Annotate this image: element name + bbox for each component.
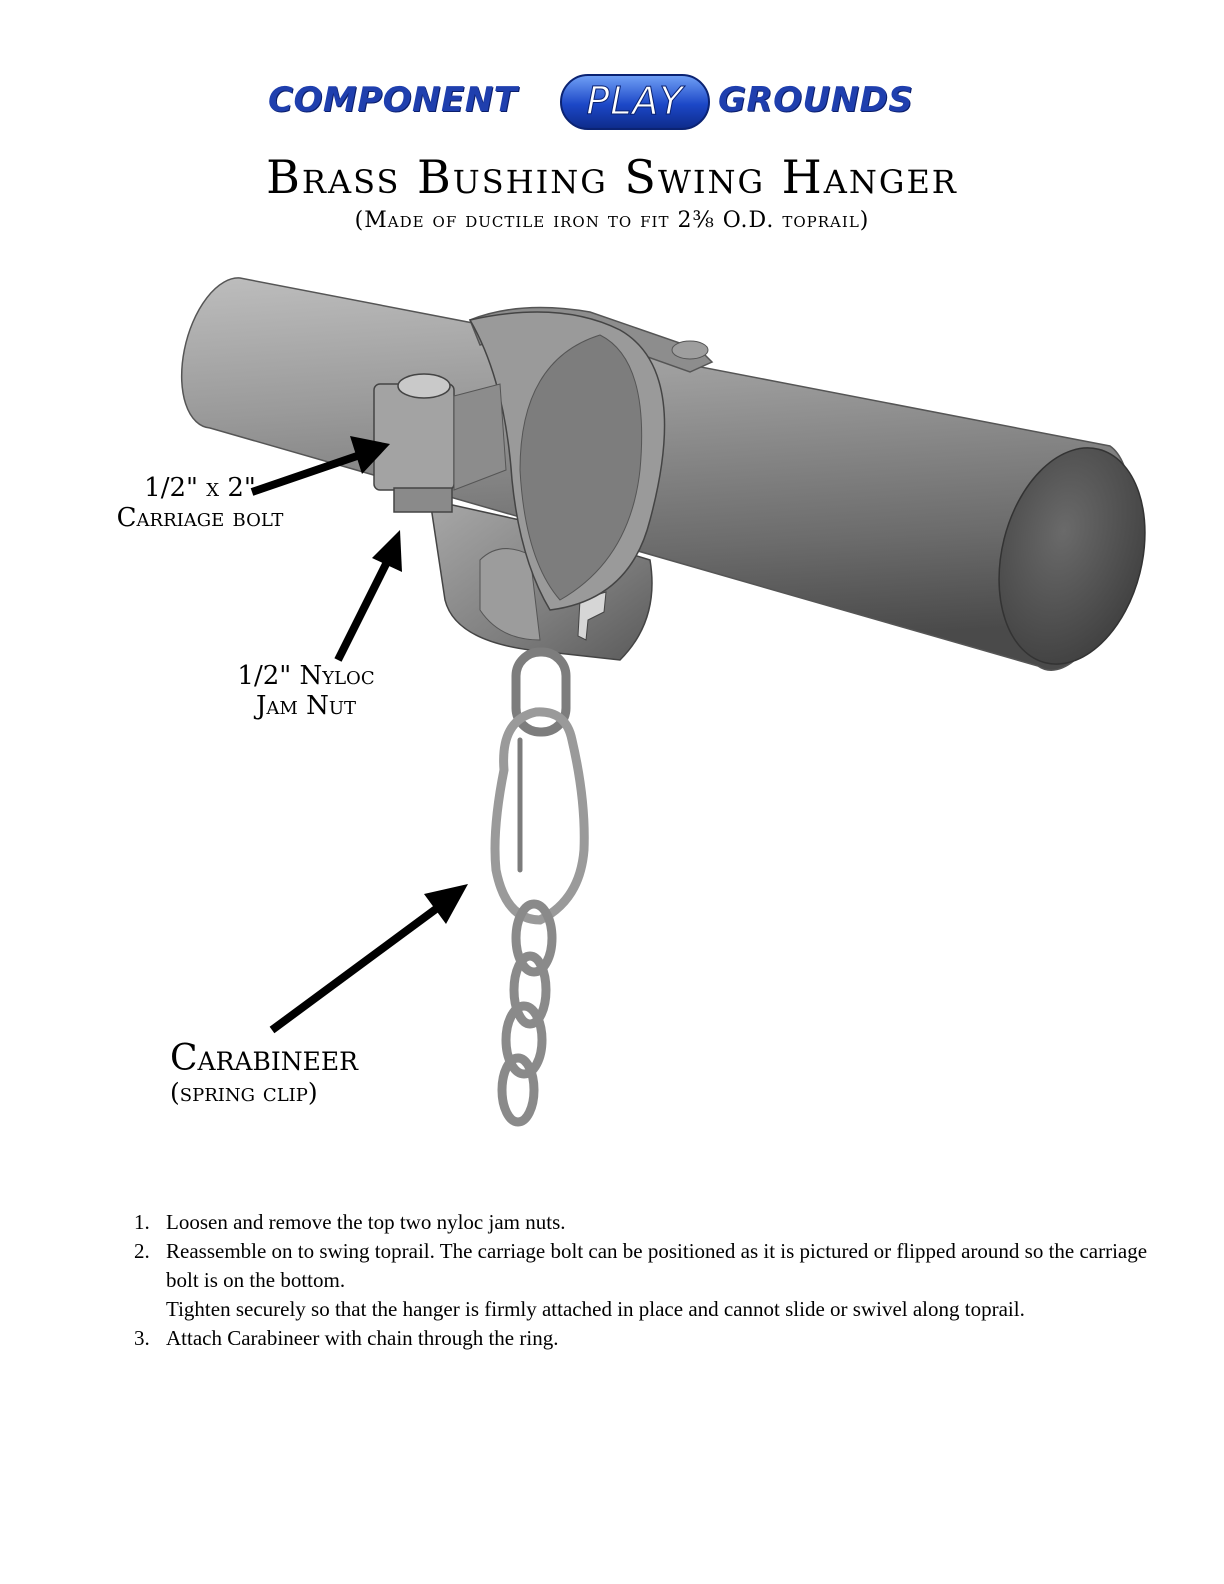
- page-subtitle: (Made of ductile iron to fit 2⅜ O.D. top…: [354, 208, 870, 233]
- instruction-item: 1. Loosen and remove the top two nyloc j…: [130, 1208, 1150, 1237]
- logo-badge: PLAY: [560, 74, 710, 130]
- callout-jam-nut: 1/2" Nyloc Jam Nut: [196, 661, 416, 722]
- callout-jam-nut-label: Jam Nut: [255, 690, 357, 721]
- chain: [497, 899, 557, 1127]
- callout-carriage-bolt-size: 1/2" x 2": [144, 473, 256, 503]
- callout-arrows: [250, 436, 468, 1034]
- jam-nut: [393, 487, 453, 513]
- instruction-text: Loosen and remove the top two nyloc jam …: [166, 1210, 566, 1234]
- instruction-text: Attach Carabineer with chain through the…: [166, 1326, 559, 1350]
- instruction-item: 2. Reassemble on to swing toprail. The c…: [130, 1237, 1150, 1324]
- callout-carriage-bolt-label: Carriage bolt: [116, 502, 284, 533]
- bolt-housing: [373, 383, 455, 491]
- hanger-tab: [577, 591, 607, 641]
- carriage-bolt-head: [397, 373, 451, 399]
- callout-carabineer-label: Carabineer: [170, 1038, 358, 1079]
- toprail-pipe-end: [998, 447, 1146, 665]
- logo-badge-text: PLAY: [586, 79, 684, 124]
- instruction-number: 1.: [134, 1210, 150, 1234]
- page-title: Brass Bushing Swing Hanger: [266, 150, 958, 204]
- instruction-number: 2.: [134, 1239, 150, 1263]
- instruction-text-continued: Tighten securely so that the hanger is f…: [166, 1297, 1025, 1321]
- callout-carriage-bolt: 1/2" x 2" Carriage bolt: [80, 473, 320, 534]
- instruction-number: 3.: [134, 1326, 150, 1350]
- carabineer: [490, 647, 589, 925]
- logo-word-grounds: GROUNDS: [718, 80, 914, 120]
- swing-hanger-illustration: [180, 277, 1146, 1127]
- instruction-text: Reassemble on to swing toprail. The carr…: [166, 1239, 1148, 1292]
- logo-word-component: COMPONENT: [268, 80, 518, 120]
- callout-carabineer-sublabel: (spring clip): [170, 1078, 318, 1108]
- hanger-bushing: [479, 548, 541, 641]
- instruction-list: 1. Loosen and remove the top two nyloc j…: [130, 1208, 1150, 1353]
- callout-carabineer: Carabineer (spring clip): [170, 1038, 358, 1108]
- callout-jam-nut-size: 1/2" Nyloc: [237, 661, 375, 691]
- company-logo: COMPONENT PLAY GROUNDS: [268, 70, 948, 140]
- instruction-item: 3. Attach Carabineer with chain through …: [130, 1324, 1150, 1353]
